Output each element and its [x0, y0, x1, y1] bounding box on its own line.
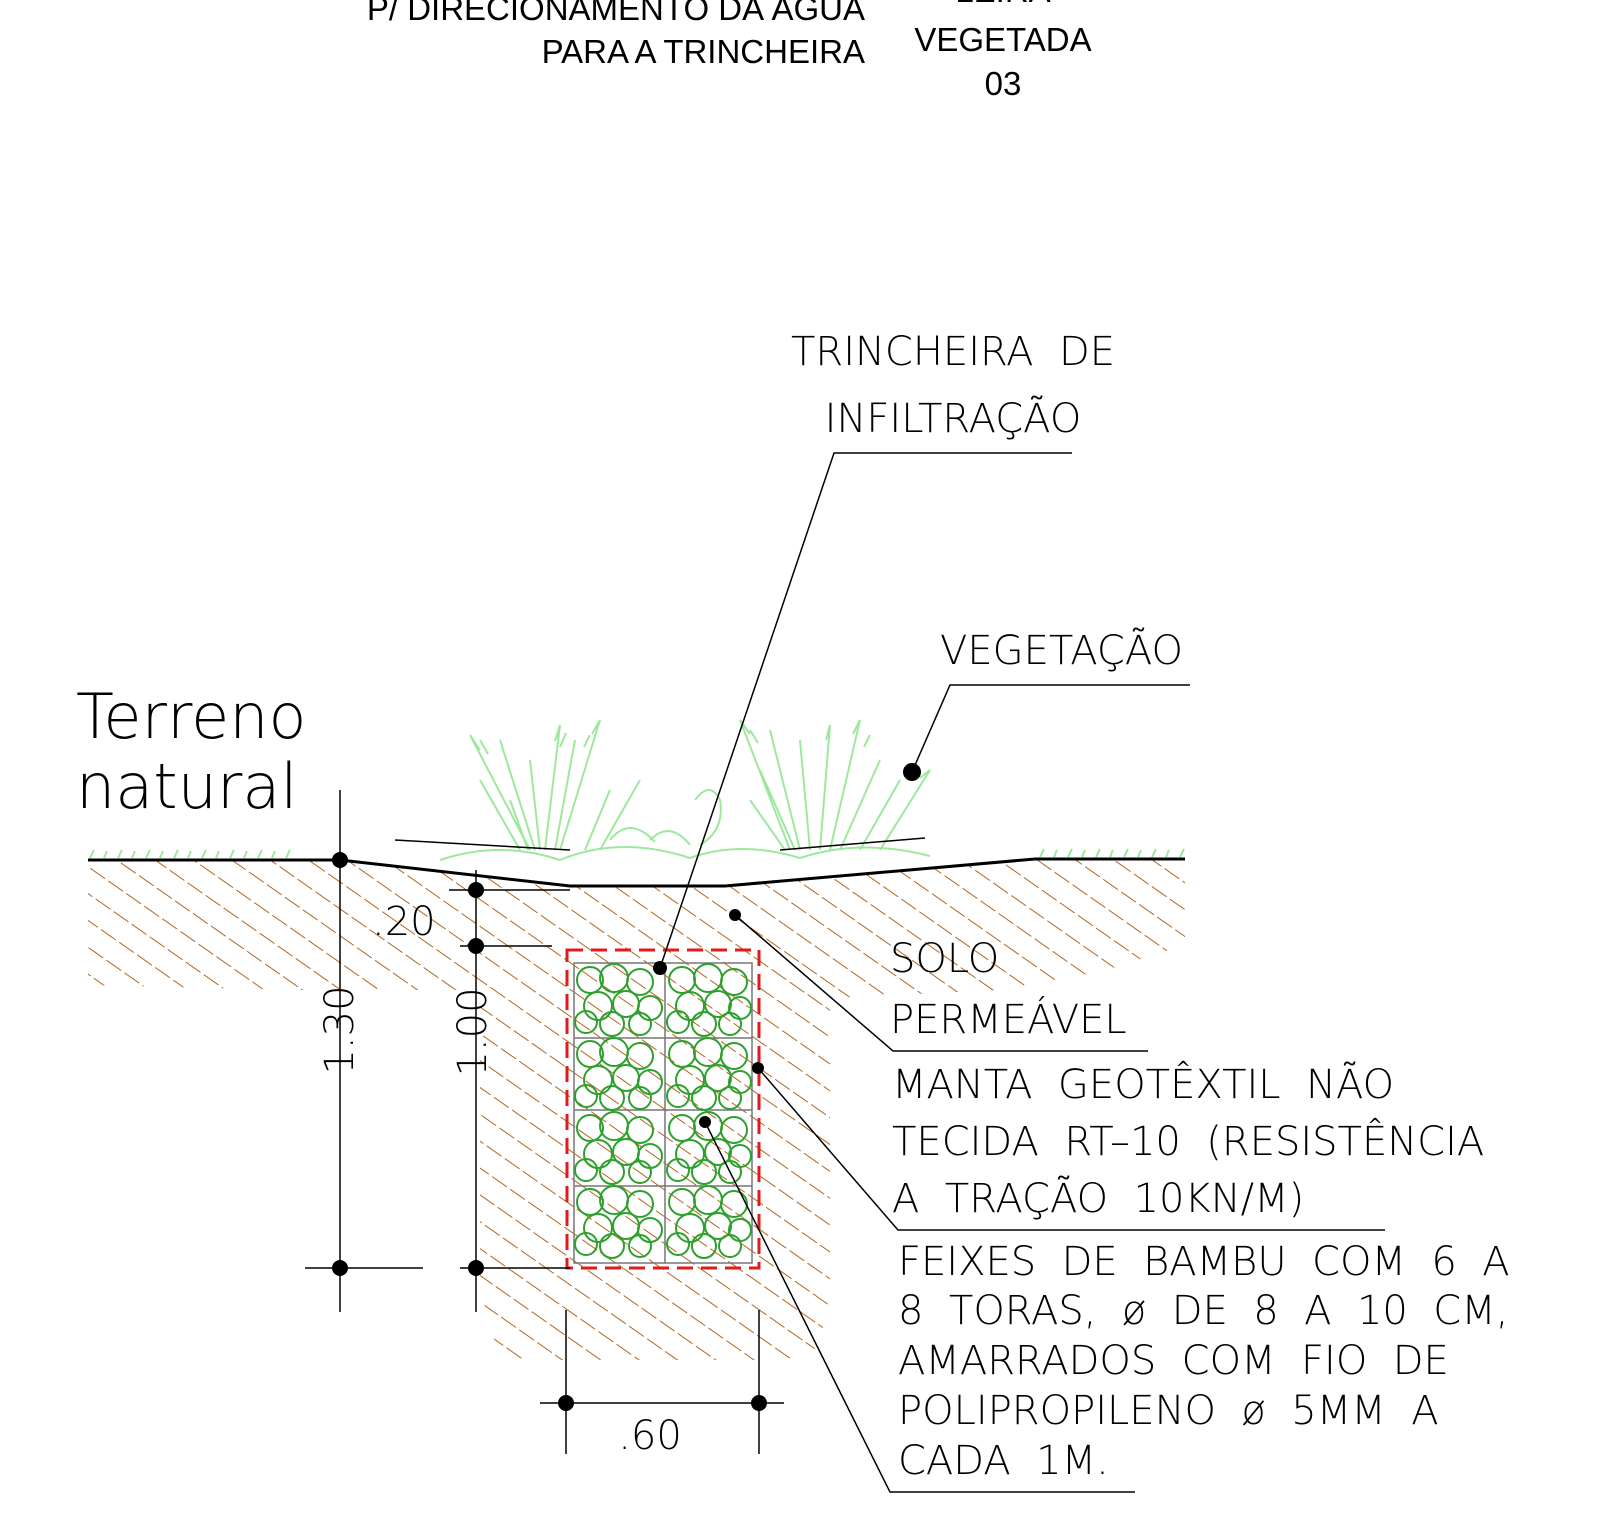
dimension-depth-top: .20	[372, 899, 436, 945]
bamboo-label-line2: 8 TORAS, ø DE 8 A 10 CM,	[898, 1288, 1508, 1334]
leira-label-line1: LEIRA	[955, 0, 1050, 9]
vegetation-label: VEGETAÇÃO	[940, 626, 1183, 674]
bamboo-bundles	[573, 962, 753, 1264]
soil-label-line1: SOLO	[890, 936, 999, 982]
dimension-depth-trench: 1.00	[450, 987, 496, 1076]
geotextile-outline	[565, 948, 761, 1270]
bamboo-label-line1: FEIXES DE BAMBU COM 6 A	[898, 1239, 1510, 1285]
trench-label-line1: TRINCHEIRA DE	[791, 329, 1115, 375]
terrain-label-line1: Terreno	[76, 680, 306, 753]
bamboo-label-line4: POLIPROPILENO ø 5MM A	[898, 1388, 1439, 1434]
leira-label-line3: 03	[985, 65, 1022, 102]
leira-label-line2: VEGETADA	[914, 21, 1091, 58]
terrain-profile	[88, 837, 1185, 888]
geotextile-label-line3: A TRAÇÃO 10KN/M)	[892, 1174, 1304, 1222]
leader-lines	[659, 452, 1385, 1493]
geotextile-label-line2: TECIDA RT–10 (RESISTÊNCIA	[892, 1117, 1484, 1165]
trench-label-line2: INFILTRAÇÃO	[825, 394, 1082, 442]
bamboo-label-line5: CADA 1M.	[898, 1438, 1109, 1484]
vegetation-plants	[439, 719, 931, 862]
dimension-dots	[332, 852, 767, 1411]
grass-ticks	[89, 848, 1185, 859]
direction-label-line1: P/ DIRECIONAMENTO DA ÁGUA	[367, 0, 865, 27]
dimension-depth-total: 1.30	[317, 985, 363, 1074]
direction-label-line2: PARA A TRINCHEIRA	[542, 33, 865, 70]
dimension-width-trench: .60	[618, 1413, 682, 1459]
soil-label-line2: PERMEÁVEL	[890, 995, 1127, 1043]
geotextile-label-line1: MANTA GEOTÊXTIL NÃO	[892, 1060, 1394, 1108]
leader-dots	[653, 763, 921, 1128]
terrain-label-line2: natural	[76, 750, 298, 823]
bamboo-label-line3: AMARRADOS COM FIO DE	[898, 1338, 1449, 1384]
